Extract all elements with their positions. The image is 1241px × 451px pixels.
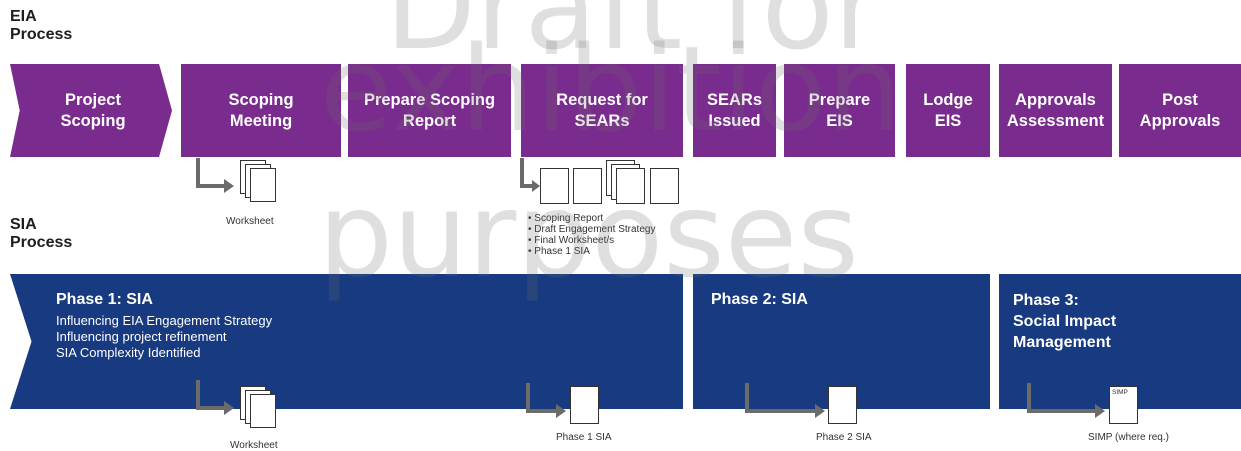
- worksheet-stack-icon: [240, 160, 284, 204]
- phase-1-sia-caption: Phase 1 SIA: [556, 432, 612, 443]
- phase-title: Phase 2: SIA: [711, 291, 808, 308]
- elbow-arrow-icon: [520, 158, 540, 192]
- eia-step-label: Post Approvals: [1139, 90, 1221, 130]
- worksheet-stack-icon: [240, 386, 284, 430]
- eia-step-label: Lodge EIS: [923, 90, 973, 130]
- elbow-arrow-icon: [745, 383, 825, 418]
- list-item: Final Worksheet/s: [528, 235, 655, 246]
- phase-line: SIA Complexity Identified: [56, 345, 201, 360]
- sia-phase-1: Phase 1: SIA Influencing EIA Engagement …: [10, 274, 683, 409]
- list-item: Phase 1 SIA: [528, 246, 655, 257]
- eia-step-sears-issued: SEARs Issued: [693, 64, 776, 157]
- phase-line: Influencing project refinement: [56, 329, 227, 344]
- phase-1-sia-document-icon: [570, 386, 599, 424]
- elbow-arrow-icon: [196, 380, 234, 415]
- watermark-line: Draft for: [385, 0, 883, 76]
- eia-step-lodge-eis: Lodge EIS: [906, 64, 990, 157]
- phase-title: Phase 3: Social Impact Management: [1013, 292, 1117, 351]
- phase-line: Influencing EIA Engagement Strategy: [56, 313, 273, 328]
- eia-step-post-approvals: Post Approvals: [1119, 64, 1241, 157]
- eia-process-heading: EIA Process: [10, 8, 73, 43]
- eia-worksheet-caption: Worksheet: [226, 216, 274, 227]
- eia-step-prepare-eis: Prepare EIS: [784, 64, 895, 157]
- sia-worksheet-caption: Worksheet: [230, 440, 278, 451]
- eia-step-label: Request for SEARs: [556, 90, 648, 130]
- eia-step-label: SEARs Issued: [706, 90, 763, 130]
- eia-step-label: Prepare EIS: [808, 90, 871, 130]
- eia-process-row: Project Scoping Scoping Meeting Prepare …: [0, 64, 1241, 157]
- eia-step-label: Approvals Assessment: [1006, 90, 1105, 130]
- eia-step-approvals-assessment: Approvals Assessment: [999, 64, 1112, 157]
- sia-process-heading: SIA Process: [10, 216, 73, 251]
- sears-documents-icon: [540, 160, 690, 204]
- elbow-arrow-icon: [526, 383, 566, 418]
- elbow-arrow-icon: [196, 158, 234, 193]
- elbow-arrow-icon: [1027, 383, 1105, 418]
- phase-title: Phase 1: SIA: [56, 291, 153, 308]
- list-item: Draft Engagement Strategy: [528, 224, 655, 235]
- eia-step-label: Prepare Scoping Report: [363, 90, 496, 130]
- eia-step-label: Project Scoping: [60, 90, 126, 130]
- list-item: Scoping Report: [528, 213, 655, 224]
- eia-step-request-for-sears: Request for SEARs: [521, 64, 683, 157]
- eia-step-label: Scoping Meeting: [228, 90, 294, 130]
- simp-document-icon: SIMP: [1109, 386, 1138, 424]
- phase-2-sia-caption: Phase 2 SIA: [816, 432, 872, 443]
- eia-step-scoping-meeting: Scoping Meeting: [181, 64, 341, 157]
- eia-step-project-scoping: Project Scoping: [10, 64, 172, 157]
- simp-caption: SIMP (where req.): [1088, 432, 1169, 443]
- eia-step-prepare-scoping-report: Prepare Scoping Report: [348, 64, 511, 157]
- phase-description: Influencing EIA Engagement Strategy Infl…: [56, 313, 683, 361]
- phase-2-sia-document-icon: [828, 386, 857, 424]
- simp-doc-label: SIMP: [1112, 389, 1128, 396]
- sears-output-list: Scoping Report Draft Engagement Strategy…: [528, 213, 655, 257]
